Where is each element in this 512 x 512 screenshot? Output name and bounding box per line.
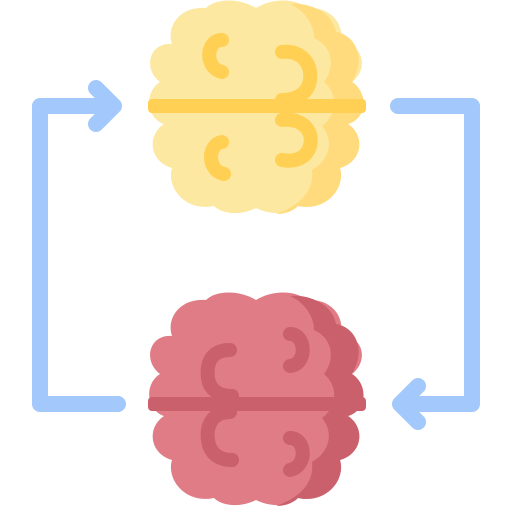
cycle-arrows	[32, 80, 480, 430]
left-arrow-head-icon	[88, 80, 122, 132]
right-arrow-head-icon	[392, 378, 426, 430]
top-brain-right-shade	[276, 3, 364, 214]
bottom-brain-swirl-1	[200, 343, 239, 403]
right-cycle-arrow-icon	[390, 98, 480, 412]
top-brain-center-band	[148, 99, 366, 113]
bottom-brain-right-shade	[276, 295, 364, 506]
top-brain-swirl-2	[275, 44, 318, 107]
bottom-brain-swirl-3	[200, 405, 239, 467]
top-brain-swirl-4	[204, 135, 231, 181]
bottom-brain-center-band	[148, 397, 366, 411]
top-brain-swirl-3	[275, 112, 318, 168]
bottom-brain-swirl-4	[283, 431, 310, 477]
bottom-brain-swirl-2	[283, 327, 310, 373]
top-brain-swirl-1	[202, 33, 229, 79]
bottom-brain-icon	[148, 292, 366, 506]
left-cycle-arrow-icon	[32, 98, 126, 412]
top-brain-icon	[148, 0, 366, 214]
